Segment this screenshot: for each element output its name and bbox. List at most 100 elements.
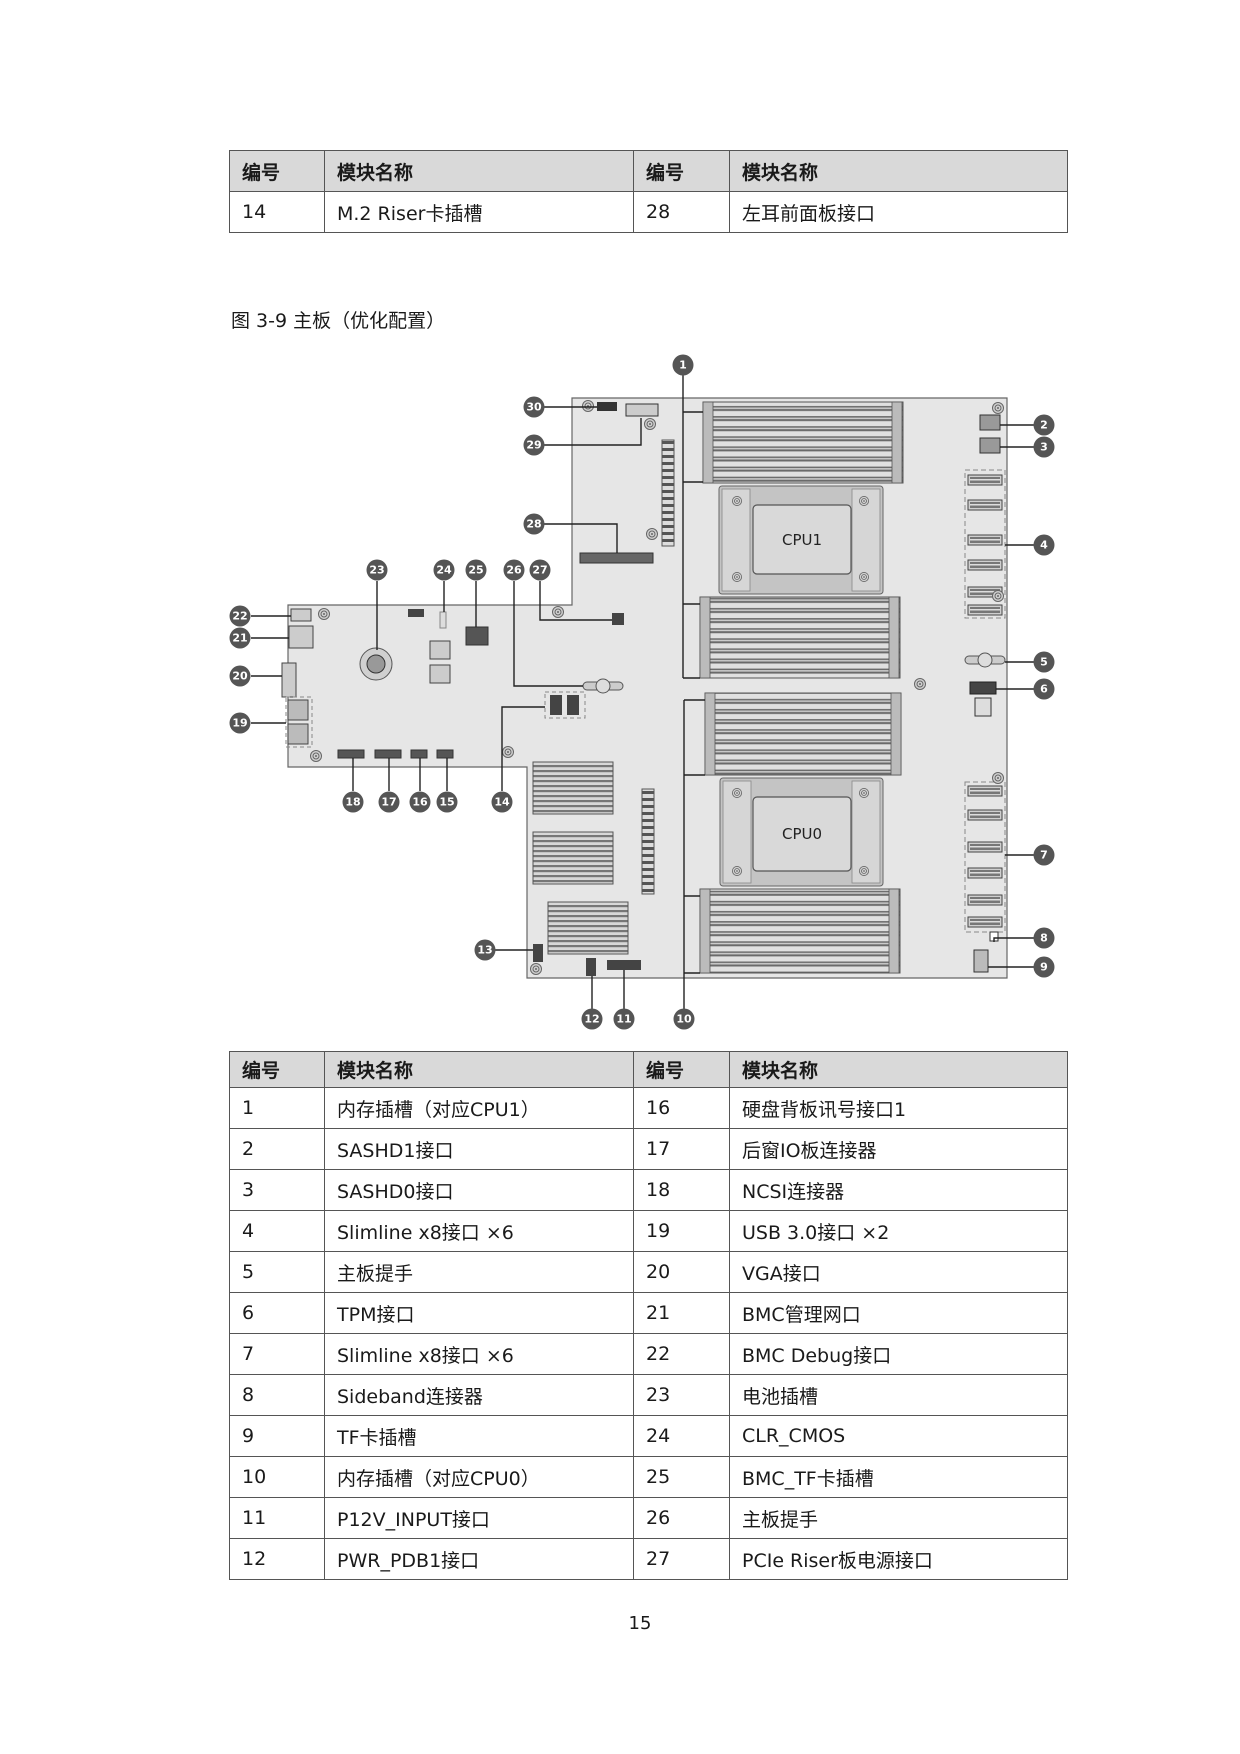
cell-number: 21	[633, 1292, 730, 1334]
cell-module-name: TPM接口	[324, 1292, 634, 1334]
svg-text:9: 9	[1040, 961, 1048, 974]
cell-module-name: USB 3.0接口 ×2	[729, 1210, 1068, 1252]
cell-module-name: NCSI连接器	[729, 1169, 1068, 1211]
callout-8: 8	[1033, 927, 1055, 949]
cell-module-name: 主板提手	[729, 1497, 1068, 1539]
cell-number: 12	[229, 1538, 325, 1580]
svg-text:13: 13	[477, 944, 492, 957]
header-module-name-b: 模块名称	[729, 150, 1068, 192]
pcie-riser-power-connector	[612, 613, 624, 625]
svg-text:28: 28	[526, 518, 541, 531]
cell-module-name: CLR_CMOS	[729, 1415, 1068, 1457]
callout-10: 10	[673, 1008, 695, 1030]
rear-io-connector	[374, 749, 402, 759]
callout-15: 15	[436, 791, 458, 813]
cell-number: 22	[633, 1333, 730, 1375]
cell-module-name: 硬盘背板讯号接口1	[729, 1087, 1068, 1129]
cell-module-name: 后窗IO板连接器	[729, 1128, 1068, 1170]
table-header-row: 编号 模块名称 编号 模块名称	[229, 150, 1068, 192]
svg-text:12: 12	[584, 1013, 599, 1026]
heatsink-2	[532, 831, 614, 885]
callout-20: 20	[229, 665, 251, 687]
board-handle-26	[582, 678, 624, 694]
cell-number: 6	[229, 1292, 325, 1334]
cell-module-name: PCIe Riser板电源接口	[729, 1538, 1068, 1580]
heatsink-1	[532, 761, 614, 815]
svg-text:1: 1	[679, 359, 687, 372]
callout-23: 23	[366, 559, 388, 581]
cell-number: 20	[633, 1251, 730, 1293]
cell-number: 19	[633, 1210, 730, 1252]
dimm-bank-cpu0-upper	[704, 692, 902, 776]
tpm-connector	[969, 681, 997, 695]
slimline-group-4	[964, 469, 1006, 619]
heatsink-3	[547, 901, 629, 955]
cell-module-name: 内存插槽（对应CPU1）	[324, 1087, 634, 1129]
cell-number: 26	[633, 1497, 730, 1539]
cell-module-name: M.2 Riser卡插槽	[324, 191, 634, 233]
page-number: 15	[628, 1613, 652, 1634]
dimm-bank-cpu1-lower	[699, 596, 901, 679]
cell-number: 11	[229, 1497, 325, 1539]
svg-text:29: 29	[526, 439, 541, 452]
svg-text:7: 7	[1040, 849, 1048, 862]
dimm-bank-cpu1-upper	[702, 401, 904, 484]
callout-12: 12	[581, 1008, 603, 1030]
cell-number: 28	[633, 191, 730, 233]
cpu1-socket: CPU1	[718, 485, 884, 595]
svg-text:11: 11	[616, 1013, 631, 1026]
board-outline	[287, 397, 1008, 979]
pwr-pdb1-connector	[586, 958, 596, 976]
svg-text:30: 30	[526, 401, 542, 414]
callout-14: 14	[491, 791, 513, 813]
backplane-signal-1	[410, 749, 428, 759]
header-number-a: 编号	[229, 1051, 325, 1088]
callout-2: 2	[1033, 414, 1055, 436]
m2-riser-slot-top	[625, 403, 659, 417]
cell-module-name: 主板提手	[324, 1251, 634, 1293]
cell-number: 27	[633, 1538, 730, 1580]
table-header-row: 编号 模块名称 编号 模块名称	[229, 1051, 1068, 1088]
svg-text:27: 27	[532, 564, 547, 577]
cell-number: 1	[229, 1087, 325, 1129]
cpu0-label: CPU0	[782, 825, 822, 843]
cpu0-socket: CPU0	[719, 777, 884, 887]
callout-28: 28	[523, 513, 545, 535]
svg-text:22: 22	[232, 610, 247, 623]
cell-module-name: SASHD0接口	[324, 1169, 634, 1211]
figure-caption: 图 3-9 主板（优化配置）	[231, 310, 446, 332]
bmc-network-port	[288, 625, 314, 649]
front-panel-header	[597, 402, 617, 411]
callout-11: 11	[613, 1008, 635, 1030]
callouts: 1 2 3 4 5 6 7 8 9 10 11 12 13 14 15 16 1…	[229, 354, 1055, 1030]
usb-port-2	[287, 723, 309, 745]
power-connector-13	[533, 944, 543, 962]
svg-text:21: 21	[232, 632, 247, 645]
cell-number: 8	[229, 1374, 325, 1416]
callout-7: 7	[1033, 844, 1055, 866]
header-module-name-b: 模块名称	[729, 1051, 1068, 1088]
cell-number: 2	[229, 1128, 325, 1170]
header-number-b: 编号	[633, 1051, 730, 1088]
cell-number: 9	[229, 1415, 325, 1457]
cell-number: 23	[633, 1374, 730, 1416]
cell-module-name: BMC_TF卡插槽	[729, 1456, 1068, 1498]
cell-number: 16	[633, 1087, 730, 1129]
callout-26: 26	[503, 559, 525, 581]
cell-module-name: SASHD1接口	[324, 1128, 634, 1170]
cell-number: 18	[633, 1169, 730, 1211]
cpu1-label: CPU1	[782, 531, 822, 549]
svg-text:5: 5	[1040, 656, 1048, 669]
callout-13: 13	[474, 939, 496, 961]
svg-text:6: 6	[1040, 683, 1048, 696]
svg-text:16: 16	[412, 796, 428, 809]
